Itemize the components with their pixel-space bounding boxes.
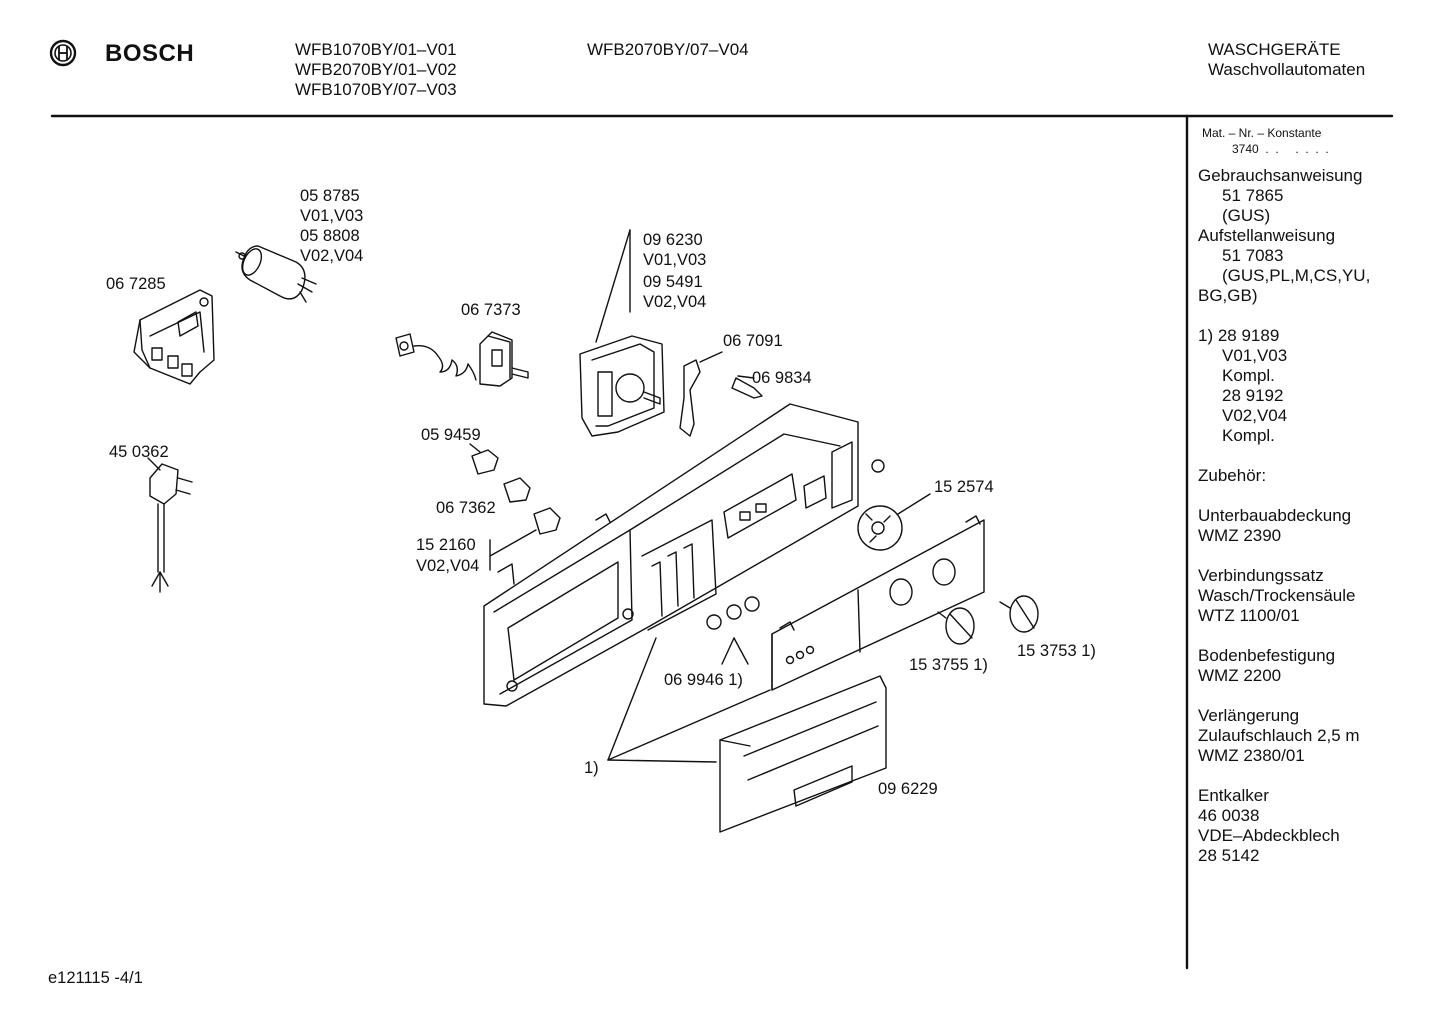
sidebar-line: WMZ 2200	[1198, 666, 1282, 685]
variant-label: V01,V03	[643, 251, 707, 269]
pin-part-069834	[732, 376, 762, 398]
part-label: 06 7091	[723, 332, 783, 350]
disc-part-152574	[858, 460, 930, 550]
variant-label: V01,V03	[300, 207, 364, 225]
part-label: 06 7285	[106, 275, 166, 293]
bracket-part-067285	[134, 290, 214, 384]
sidebar-line: (GUS,PL,M,CS,YU,	[1222, 266, 1371, 285]
control-panel-frame	[484, 404, 858, 706]
sidebar-line: 28 5142	[1198, 846, 1260, 865]
part-label: 45 0362	[109, 443, 169, 461]
sidebar-line: 46 0038	[1198, 806, 1260, 825]
part-label: 05 8808	[300, 227, 360, 245]
sidebar-line: 51 7083	[1222, 246, 1284, 265]
sidebar-line: Kompl.	[1222, 426, 1275, 445]
sidebar-line: Verbindungssatz	[1198, 566, 1324, 585]
timer-part-096230	[580, 230, 664, 436]
part-label: 06 7362	[436, 499, 496, 517]
sidebar-line: Zubehör:	[1198, 466, 1267, 485]
mat-nr-value: 3740 . . . . . .	[1232, 142, 1329, 156]
switch-part-067362	[504, 478, 530, 502]
model-number: WFB1070BY/07–V03	[295, 80, 457, 99]
sidebar-line: WMZ 2380/01	[1198, 746, 1305, 765]
sidebar-line: 28 9192	[1222, 386, 1284, 405]
bosch-armature-icon	[49, 39, 77, 67]
category-subtitle: Waschvollautomaten	[1208, 60, 1366, 79]
switch-part-059459	[470, 444, 498, 474]
variant-label: V02,V04	[416, 557, 480, 575]
knob-part-153755	[938, 608, 974, 644]
document-id: e121115 -4/1	[48, 969, 143, 987]
sidebar-line: BG,GB)	[1198, 286, 1258, 305]
sidebar-line: 51 7865	[1222, 186, 1284, 205]
sidebar-line: VDE–Abdeckblech	[1198, 826, 1340, 845]
sidebar-line	[1198, 306, 1388, 326]
model-number: WFB2070BY/07–V04	[587, 40, 749, 59]
sidebar-line: V02,V04	[1222, 406, 1288, 425]
leader-lines-note1	[608, 638, 770, 762]
button-set-part-069946	[707, 597, 759, 664]
model-number: WFB2070BY/01–V02	[295, 60, 457, 79]
brand-name: BOSCH	[105, 40, 195, 67]
part-label: 06 9946 1)	[664, 671, 743, 689]
sidebar-line	[1198, 626, 1388, 646]
model-number: WFB1070BY/01–V01	[295, 40, 457, 59]
sidebar-line	[1198, 766, 1388, 786]
sidebar-line: Wasch/Trockensäule	[1198, 586, 1356, 605]
variant-label: V02,V04	[643, 293, 707, 311]
sidebar-line: Bodenbefestigung	[1198, 646, 1336, 665]
mat-nr-heading: Mat. – Nr. – Konstante	[1202, 126, 1322, 140]
model-list-1: WFB1070BY/01–V01 WFB2070BY/01–V02 WFB107…	[295, 40, 457, 100]
sidebar-line: Kompl.	[1222, 366, 1275, 385]
part-label: 09 6229	[878, 780, 938, 798]
part-label: 09 6230	[643, 231, 703, 249]
sidebar-line: Zulaufschlauch 2,5 m	[1198, 726, 1360, 745]
sidebar-line: 1) 28 9189	[1198, 326, 1280, 345]
capacitor-part-058785	[236, 246, 316, 302]
sidebar-line	[1198, 446, 1388, 466]
sidebar-line: V01,V03	[1222, 346, 1288, 365]
category-title: WASCHGERÄTE	[1208, 40, 1341, 59]
drawer-handle-part-096229	[720, 676, 886, 832]
variant-label: V02,V04	[300, 247, 364, 265]
category-block: WASCHGERÄTE Waschvollautomaten	[1208, 40, 1365, 80]
sidebar-line: (GUS)	[1222, 206, 1271, 225]
thermostat-part-067373	[396, 332, 528, 386]
sidebar-line: Verlängerung	[1198, 706, 1300, 725]
model-list-2: WFB2070BY/07–V04	[587, 40, 749, 60]
fascia-part	[772, 516, 984, 690]
sidebar-line: WMZ 2390	[1198, 526, 1282, 545]
sidebar-line	[1198, 486, 1388, 506]
part-label: 06 9834	[752, 369, 812, 387]
sidebar-line: Aufstellanweisung	[1198, 226, 1336, 245]
bosch-logo	[48, 38, 78, 73]
part-label: 05 9459	[421, 426, 481, 444]
mains-cable-part-450362	[148, 458, 192, 592]
sidebar-line	[1198, 686, 1388, 706]
sidebar-line: Unterbauabdeckung	[1198, 506, 1352, 525]
part-label: 15 3755 1)	[909, 656, 988, 674]
sidebar-line: Entkalker	[1198, 786, 1269, 805]
part-label: 05 8785	[300, 187, 360, 205]
part-label: 15 2160	[416, 536, 476, 554]
switch-part-152160	[490, 508, 560, 570]
sidebar-line	[1198, 546, 1388, 566]
part-label: 06 7373	[461, 301, 521, 319]
sidebar-line: Gebrauchsanweisung	[1198, 166, 1363, 185]
knob-part-153753	[1000, 596, 1038, 632]
lever-part-067091	[680, 352, 722, 436]
part-label: 15 2574	[934, 478, 994, 496]
footnote-marker: 1)	[584, 759, 599, 777]
part-label: 09 5491	[643, 273, 703, 291]
part-label: 15 3753 1)	[1017, 642, 1096, 660]
sidebar-line: WTZ 1100/01	[1198, 606, 1300, 625]
